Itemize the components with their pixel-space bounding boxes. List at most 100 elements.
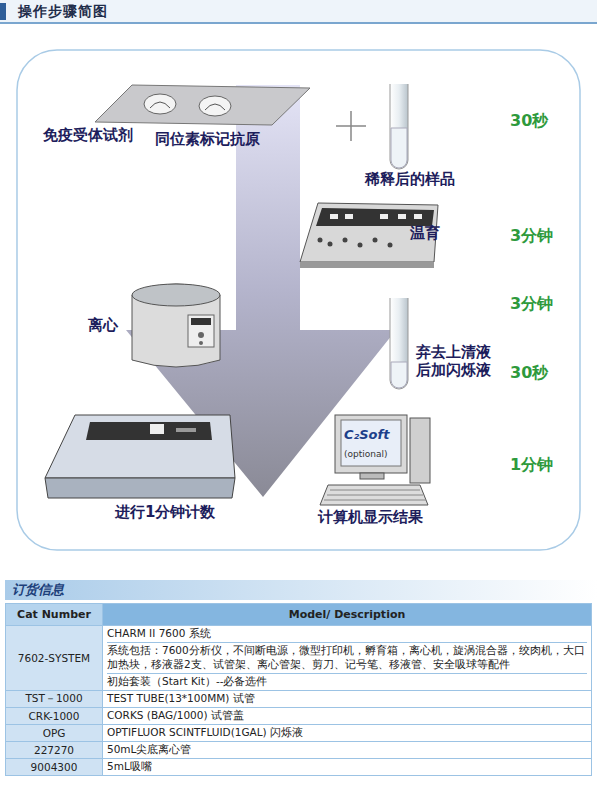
drawing-part <box>398 214 406 219</box>
drawing-part <box>410 418 430 483</box>
drawing-part <box>390 298 408 389</box>
table-cell: OPG <box>6 725 103 742</box>
drawing-part <box>0 3 6 20</box>
drawing-part <box>341 420 401 466</box>
drawing-part <box>199 96 231 116</box>
drawing-part <box>132 284 220 306</box>
drawing-part <box>380 214 388 219</box>
cell-text: CHARM II 7600 系统 <box>107 626 587 642</box>
drawing-part <box>45 478 235 498</box>
step-label: 计算机显示结果 <box>318 508 423 526</box>
order-table: Cat Number Model/ Description 7602-SYSTEM C… <box>5 603 592 776</box>
drawing-part <box>188 315 214 347</box>
drawing-part <box>373 238 378 243</box>
cell-text: CORKS (BAG/1000) 试管盖 <box>107 709 587 723</box>
cell-text: OPTIFLUOR SCINTFLUID(1GAL) 闪烁液 <box>107 726 587 740</box>
table-row: 9004300 5mL吸嘴 <box>6 759 592 776</box>
drawing-part <box>343 238 348 243</box>
drawing-part <box>330 214 422 219</box>
table-row: TST－1000 TEST TUBE(13*100MM) 试管 <box>6 691 592 708</box>
time-label: 30秒 <box>510 111 548 130</box>
drawing-part <box>95 85 310 125</box>
cell-text: 5mL吸嘴 <box>107 760 587 774</box>
screen-note: (optional) <box>344 449 388 460</box>
cell-text: OPG <box>10 727 98 739</box>
step-label: 弃去上清液 后加闪烁液 <box>416 343 498 379</box>
cell-text: TST－1000 <box>10 692 98 706</box>
cell-text: 7602-SYSTEM <box>10 652 98 664</box>
drawing-part <box>45 415 235 478</box>
drawing-part <box>199 341 203 345</box>
step-label: 离心 <box>88 316 118 334</box>
drawing-part <box>144 94 231 116</box>
step-label: 同位素标记抗原 <box>155 130 260 148</box>
drawing-part <box>388 243 393 248</box>
table-cell: 9004300 <box>6 759 103 776</box>
table-cell: OPTIFLUOR SCINTFLUID(1GAL) 闪烁液 <box>103 725 592 742</box>
table-cell: CHARM II 7600 系统系统包括：7600分析仪，不间断电源，微型打印机… <box>103 626 592 691</box>
table-cell: 50mL尖底离心管 <box>103 742 592 759</box>
step-label: 进行1分钟计数 <box>115 503 215 521</box>
drawing-part <box>414 214 422 219</box>
table-row: Cat Number Model/ Description <box>6 604 592 626</box>
drawing-part <box>318 238 323 243</box>
drawing-part <box>191 318 211 325</box>
time-label: 3分钟 <box>510 226 553 245</box>
table-cell: Model/ Description <box>103 604 592 626</box>
table-cell: TEST TUBE(13*100MM) 试管 <box>103 691 592 708</box>
drawing-part <box>358 243 363 248</box>
drawing-part <box>345 214 353 219</box>
step-label: 稀释后的样品 <box>365 170 455 188</box>
time-label: 30秒 <box>510 363 548 382</box>
drawing-part <box>132 284 220 367</box>
cell-text: CRK-1000 <box>10 710 98 722</box>
screen-logo: C₂Soft <box>344 427 389 443</box>
drawing-part <box>324 490 426 500</box>
table-cell: Cat Number <box>6 604 103 626</box>
drawing-part <box>176 428 196 432</box>
drawing-part <box>320 485 428 505</box>
cell-text: 9004300 <box>10 761 98 773</box>
cell-text: 227270 <box>10 744 98 756</box>
drawing-part <box>144 94 176 114</box>
drawing-part <box>150 102 225 110</box>
table-cell: CRK-1000 <box>6 708 103 725</box>
table-row: OPG OPTIFLUOR SCINTFLUID(1GAL) 闪烁液 <box>6 725 592 742</box>
drawing-part <box>86 422 212 440</box>
drawing-part <box>318 238 393 248</box>
table-row: 227270 50mL尖底离心管 <box>6 742 592 759</box>
table-cell: 227270 <box>6 742 103 759</box>
drawing-part <box>5 580 597 600</box>
time-label: 3分钟 <box>510 294 553 313</box>
table-cell: TST－1000 <box>6 691 103 708</box>
table-cell: CORKS (BAG/1000) 试管盖 <box>103 708 592 725</box>
drawing-part <box>300 262 434 268</box>
drawing-part <box>316 208 434 226</box>
cell-text: Model/ Description <box>107 608 587 621</box>
drawing-part <box>335 415 407 473</box>
drawing-part <box>391 362 407 388</box>
cell-text: 50mL尖底离心管 <box>107 743 587 757</box>
table-row: CRK-1000 CORKS (BAG/1000) 试管盖 <box>6 708 592 725</box>
drawing-part <box>0 0 597 24</box>
drawing-part <box>360 473 384 479</box>
cell-text: 初始套装（Start Kit）--必备选件 <box>107 673 587 690</box>
cell-text: Cat Number <box>10 608 98 621</box>
table-row: 7602-SYSTEM CHARM II 7600 系统系统包括：7600分析仪，… <box>6 626 592 691</box>
page-title: 操作步骤简图 <box>18 3 108 20</box>
drawing-part <box>390 84 408 169</box>
table-cell: 5mL吸嘴 <box>103 759 592 776</box>
drawing-part <box>0 22 597 24</box>
cell-text: TEST TUBE(13*100MM) 试管 <box>107 692 587 706</box>
section-heading: 订货信息 <box>12 582 64 598</box>
step-label: 温育 <box>410 224 440 242</box>
drawing-part <box>17 50 580 550</box>
table-cell: 7602-SYSTEM <box>6 626 103 691</box>
drawing-part <box>336 111 366 141</box>
drawing-part <box>198 332 204 338</box>
cell-text: 系统包括：7600分析仪，不间断电源，微型打印机，孵育箱，离心机，旋涡混合器，绞… <box>107 642 587 673</box>
drawing-part <box>391 128 407 168</box>
time-label: 1分钟 <box>510 455 553 474</box>
drawing-part <box>150 424 164 434</box>
drawing-part <box>328 242 333 247</box>
